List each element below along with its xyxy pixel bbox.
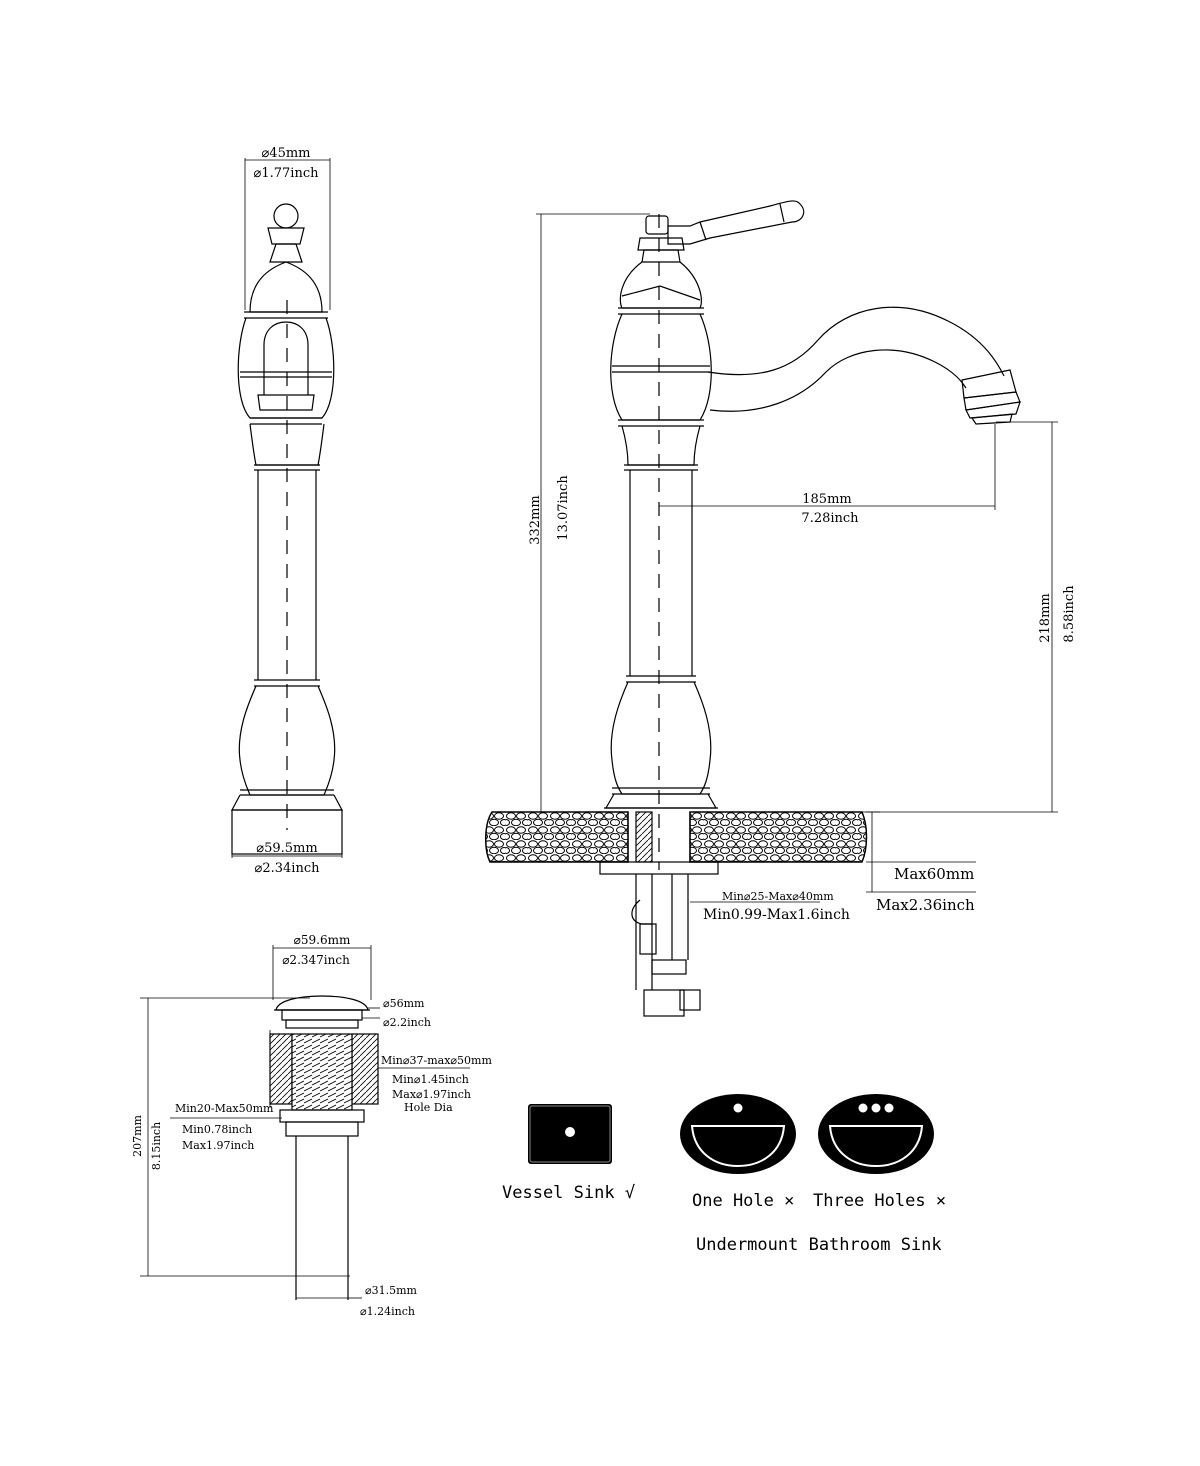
side-top-dia-mm: ⌀45mm	[261, 146, 310, 161]
drain-height-mm: 207mm	[131, 1115, 144, 1157]
side-top-dia-inch: ⌀1.77inch	[254, 166, 320, 181]
drain-hole-dia-mm: Min⌀37-max⌀50mm	[381, 1054, 492, 1067]
drain-hole-dia-label: Hole Dia	[404, 1101, 453, 1114]
front-spout-height-inch: 8.58inch	[1062, 585, 1077, 643]
drain-pipe-dia-inch: ⌀1.24inch	[360, 1305, 415, 1318]
drain-cap-dia-inch: ⌀2.347inch	[282, 953, 350, 967]
undermount-label: Undermount Bathroom Sink	[696, 1235, 942, 1255]
front-hole-range-inch: Min0.99-Max1.6inch	[703, 907, 850, 923]
three-holes-sink-icon	[818, 1094, 934, 1174]
one-hole-sink-icon	[680, 1094, 796, 1174]
side-base-dia-mm: ⌀59.5mm	[256, 841, 317, 856]
drain-thickness-min-inch: Min0.78inch	[182, 1123, 252, 1136]
front-reach-inch: 7.28inch	[801, 511, 859, 526]
drain-height-inch: 8.15inch	[150, 1122, 163, 1170]
front-deck-max-inch: Max2.36inch	[876, 896, 975, 914]
drain-hole-dia-max-inch: Max⌀1.97inch	[392, 1088, 471, 1101]
front-hole-range-mm: Min⌀25-Max⌀40mm	[722, 890, 834, 903]
drain-cap-dia-mm: ⌀59.6mm	[294, 933, 351, 947]
drain-hole-dia-min-inch: Min⌀1.45inch	[392, 1073, 469, 1086]
three-holes-label: Three Holes ×	[813, 1191, 946, 1211]
vessel-sink-icon	[528, 1104, 612, 1164]
drain-pipe-dia-mm: ⌀31.5mm	[365, 1284, 418, 1297]
one-hole-label: One Hole ×	[692, 1191, 794, 1211]
vessel-sink-label: Vessel Sink √	[502, 1183, 635, 1203]
front-reach-mm: 185mm	[802, 492, 851, 507]
drain-thickness-max-inch: Max1.97inch	[182, 1139, 254, 1152]
faucet-front-view	[485, 200, 1058, 1017]
drain-drawing	[140, 945, 470, 1300]
front-deck-max-mm: Max60mm	[894, 865, 974, 883]
faucet-side-view	[231, 158, 343, 858]
drain-flange-dia-inch: ⌀2.2inch	[383, 1016, 431, 1029]
drain-flange-dia-mm: ⌀56mm	[383, 997, 425, 1010]
front-height-mm: 332mm	[528, 495, 543, 544]
front-spout-height-mm: 218mm	[1038, 593, 1053, 642]
side-base-dia-inch: ⌀2.34inch	[255, 861, 321, 876]
drain-thickness-mm: Min20-Max50mm	[175, 1102, 274, 1115]
front-height-inch: 13.07inch	[556, 475, 571, 541]
